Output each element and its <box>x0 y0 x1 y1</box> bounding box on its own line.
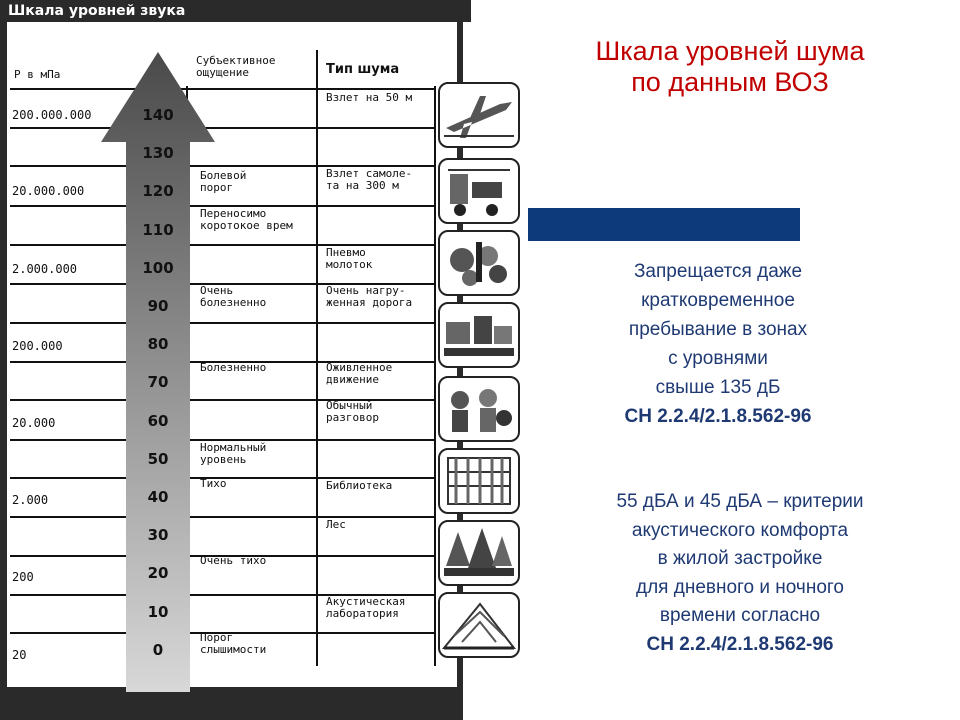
pressure-label: 20.000.000 <box>12 184 85 198</box>
column-divider <box>316 50 318 666</box>
aircraft-illustration <box>438 158 520 224</box>
row-divider <box>10 632 436 634</box>
row-divider <box>10 399 436 401</box>
heavy-traffic-illustration <box>438 302 520 368</box>
db-level-label: 10 <box>147 602 169 621</box>
noise-scale-figure: Шкала уровней звука P в мПа Субъективное… <box>0 0 520 720</box>
acoustic-lab-illustration <box>438 592 520 658</box>
db-level-label: 90 <box>147 297 169 315</box>
figure-footer-band <box>0 687 463 720</box>
db-level-label: 40 <box>147 488 169 506</box>
col-header-pressure: P в мПа <box>14 68 61 81</box>
warning-norm: СН 2.2.4/2.1.8.562-96 <box>624 406 812 427</box>
pressure-label: 20 <box>12 648 27 662</box>
db-level-label: 100 <box>142 258 174 277</box>
figure-header: Шкала уровней звука <box>0 0 471 22</box>
pressure-label: 200.000 <box>12 339 63 353</box>
row-divider <box>10 477 436 479</box>
noise-type-label: Очень нагру-женная дорога <box>326 284 413 309</box>
subjective-label: Болезненно <box>200 361 267 374</box>
col-header-subjective: Субъективное ощущение <box>196 54 276 79</box>
library-illustration <box>438 448 520 514</box>
pressure-label: 2.000 <box>12 493 49 507</box>
criteria-norm: СН 2.2.4/2.1.8.562-96 <box>646 633 834 655</box>
jackhammer-illustration <box>438 230 520 296</box>
forest-illustration <box>438 520 520 586</box>
row-divider <box>10 322 436 324</box>
db-level-label: 60 <box>147 411 169 430</box>
db-level-label: 110 <box>142 220 174 239</box>
accent-bar <box>528 208 800 241</box>
row-divider <box>10 127 436 129</box>
pressure-label: 2.000.000 <box>12 262 78 276</box>
noise-type-label: Библиотека <box>326 479 393 492</box>
noise-type-label: Взлет на 50 м <box>326 91 413 104</box>
row-divider <box>10 244 436 246</box>
db-level-label: 30 <box>147 526 169 545</box>
db-level-label: 70 <box>147 373 169 392</box>
db-level-label: 20 <box>147 564 169 583</box>
column-divider <box>434 86 436 666</box>
col-header-type: Тип шума <box>326 62 400 77</box>
db-level-label: 120 <box>142 182 174 201</box>
row-divider <box>10 205 436 207</box>
page-title: Шкала уровней шума по данным ВОЗ <box>595 36 865 97</box>
row-divider <box>10 165 436 167</box>
db-level-label: 80 <box>147 335 169 354</box>
row-divider <box>10 516 436 518</box>
figure-left-edge <box>0 22 7 687</box>
db-arrow <box>101 52 215 692</box>
pressure-label: 200 <box>12 570 34 584</box>
subjective-label: Тихо <box>200 477 227 490</box>
busy-street-illustration <box>438 376 520 442</box>
noise-type-label: Лес <box>326 518 346 531</box>
db-level-label: 130 <box>142 144 174 163</box>
row-divider <box>10 88 436 90</box>
row-divider <box>10 555 436 557</box>
noise-type-label: Взлет самоле-та на 300 м <box>326 167 413 192</box>
row-divider <box>10 439 436 441</box>
row-divider <box>10 361 436 363</box>
db-level-label: 140 <box>142 106 174 124</box>
db-level-label: 0 <box>152 640 164 659</box>
criteria-text: 55 дБА и 45 дБА – критерии акустического… <box>555 488 925 659</box>
subjective-label: Очень тихо <box>200 554 267 567</box>
pressure-label: 200.000.000 <box>12 108 92 122</box>
db-level-label: 50 <box>147 449 169 468</box>
row-divider <box>10 283 436 285</box>
row-divider <box>10 594 436 596</box>
warning-text: Запрещается даже кратковременное пребыва… <box>580 257 856 431</box>
pressure-label: 20.000 <box>12 416 56 430</box>
arrow-shape <box>101 52 215 692</box>
airplane-takeoff-illustration <box>438 82 520 148</box>
